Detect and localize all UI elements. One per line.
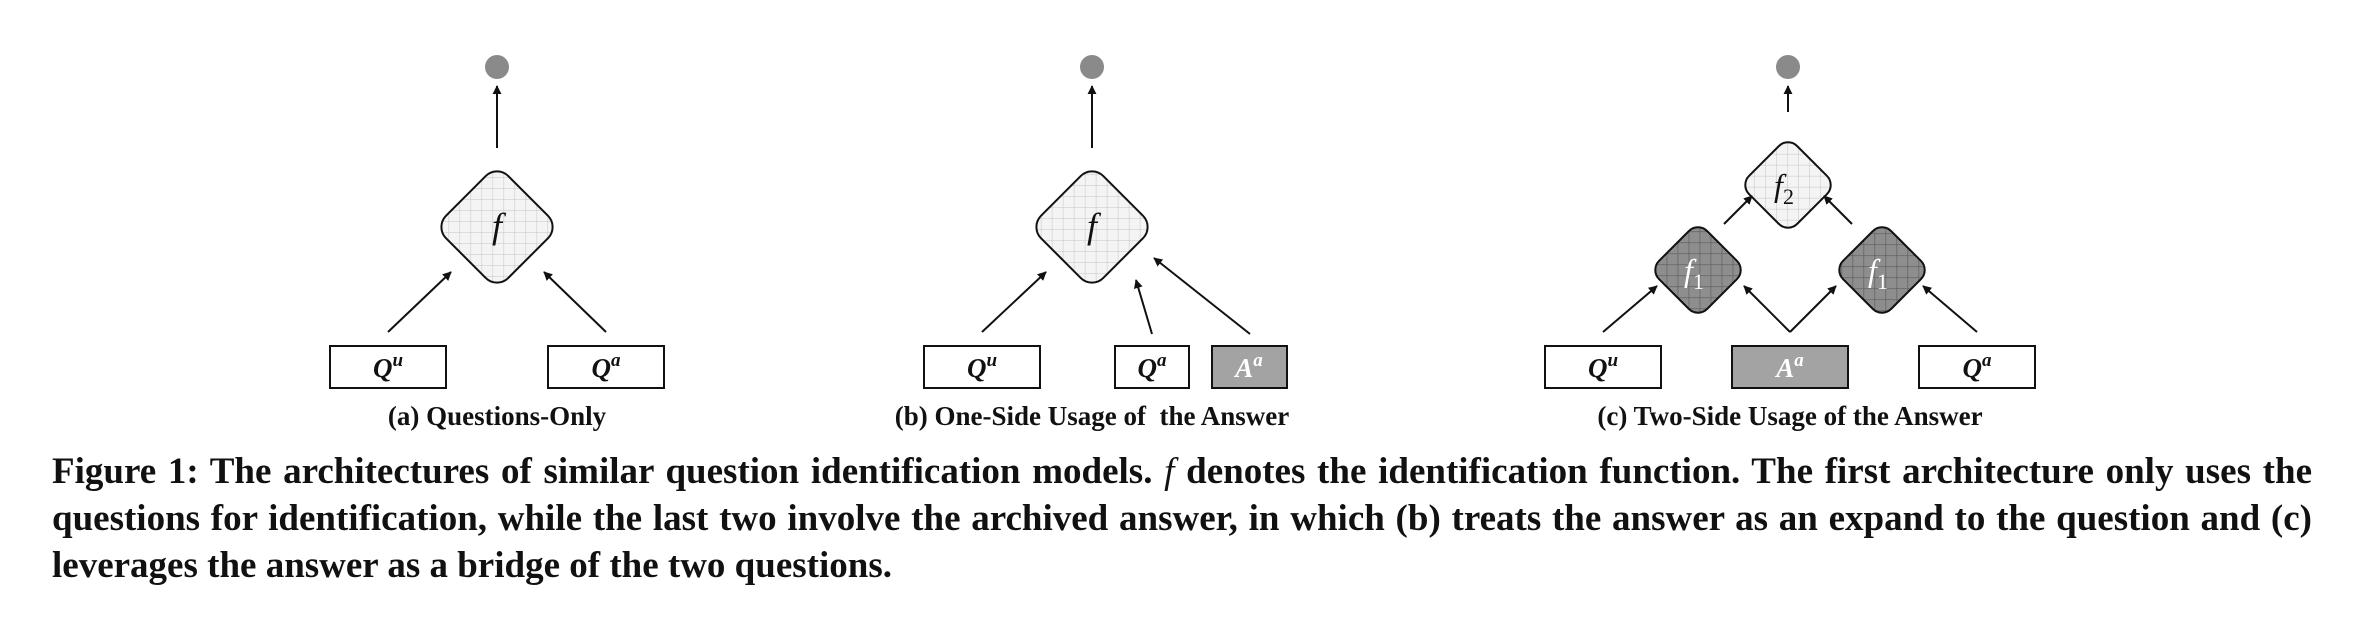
function-diamond-a — [440, 170, 554, 284]
figure-caption-symbol: f — [1164, 451, 1175, 492]
figure-caption-prefix: Figure 1: The architectures of similar q… — [52, 451, 1153, 492]
box-aa-b — [1211, 345, 1288, 389]
box-qa-a-label: Qa — [592, 350, 622, 383]
box-qu-b — [923, 345, 1041, 389]
arrow-qa-to-f1-right — [1922, 285, 1978, 333]
architecture-figure: f Qu Qa (a) Questions-Only f Qu Qa Aa (b… — [329, 55, 2036, 431]
box-qa-c-base: Q — [1963, 353, 1983, 383]
box-aa-b-label: Aa — [1233, 350, 1263, 383]
arrow-qu-to-f-b — [981, 271, 1047, 333]
output-node-b — [1080, 55, 1104, 79]
function-label-f2-sub: 2 — [1783, 184, 1794, 209]
box-aa-c-base: A — [1774, 353, 1794, 383]
arrow-aa-to-f-b — [1153, 257, 1251, 335]
box-aa-c-sup: a — [1794, 350, 1804, 371]
function-label-f1-right-sub: 1 — [1877, 269, 1888, 294]
box-qu-a-label: Qu — [373, 350, 403, 383]
figure-caption-rest: denotes the identification function. The… — [52, 451, 2312, 586]
box-qa-b-base: Q — [1138, 353, 1158, 383]
arrow-qa-to-f-b — [1133, 279, 1153, 335]
box-aa-b-base: A — [1233, 353, 1253, 383]
arrow-aa-to-f1-right — [1789, 285, 1837, 333]
box-qa-c-label: Qa — [1963, 350, 1993, 383]
box-aa-c-label: Aa — [1774, 350, 1804, 383]
function-diamond-f2 — [1744, 141, 1832, 229]
function-diamond-f1-right — [1838, 226, 1926, 314]
arrow-qu-to-f-a — [387, 271, 452, 333]
box-qu-c-base: Q — [1588, 353, 1608, 383]
box-qa-a-base: Q — [592, 353, 612, 383]
function-label-f1-left-sub: 1 — [1693, 269, 1704, 294]
function-diamond-b — [1035, 170, 1149, 284]
box-qa-a-sup: a — [611, 350, 621, 371]
box-qu-a — [329, 345, 447, 389]
output-node-a — [485, 55, 509, 79]
box-qa-b — [1114, 345, 1190, 389]
panel-c: f2 f1 f1 Qu Aa Qa (c) Two-Side Usage of … — [1544, 55, 2036, 431]
box-qa-b-label: Qa — [1138, 350, 1168, 383]
arrow-qa-to-f-a — [543, 271, 607, 333]
box-qu-b-sup: u — [986, 350, 997, 371]
arrow-aa-to-f1-left — [1743, 285, 1791, 333]
box-qu-c-sup: u — [1607, 350, 1618, 371]
box-aa-b-sup: a — [1253, 350, 1263, 371]
box-qu-a-base: Q — [373, 353, 393, 383]
panel-b: f Qu Qa Aa (b) One-Side Usage of the Ans… — [895, 55, 1289, 431]
box-qa-a — [547, 345, 665, 389]
box-qa-b-sup: a — [1157, 350, 1167, 371]
box-qa-c — [1918, 345, 2036, 389]
output-node-c — [1776, 55, 1800, 79]
box-qu-c-label: Qu — [1588, 350, 1618, 383]
box-qu-b-base: Q — [967, 353, 987, 383]
function-diamond-f1-left — [1654, 226, 1742, 314]
box-qu-c — [1544, 345, 1662, 389]
box-qu-b-label: Qu — [967, 350, 997, 383]
box-qu-a-sup: u — [392, 350, 403, 371]
arrow-qu-to-f1-left — [1602, 285, 1658, 333]
panel-c-caption: (c) Two-Side Usage of the Answer — [1597, 401, 1982, 431]
panel-b-caption: (b) One-Side Usage of the Answer — [895, 401, 1289, 431]
arrow-f1-left-to-f2 — [1723, 195, 1753, 225]
panel-a-caption: (a) Questions-Only — [388, 401, 607, 431]
arrow-f1-right-to-f2 — [1823, 195, 1853, 225]
box-qa-c-sup: a — [1982, 350, 1992, 371]
figure-caption: Figure 1: The architectures of similar q… — [52, 448, 2312, 589]
box-aa-c — [1731, 345, 1849, 389]
panel-a: f Qu Qa (a) Questions-Only — [329, 55, 665, 431]
